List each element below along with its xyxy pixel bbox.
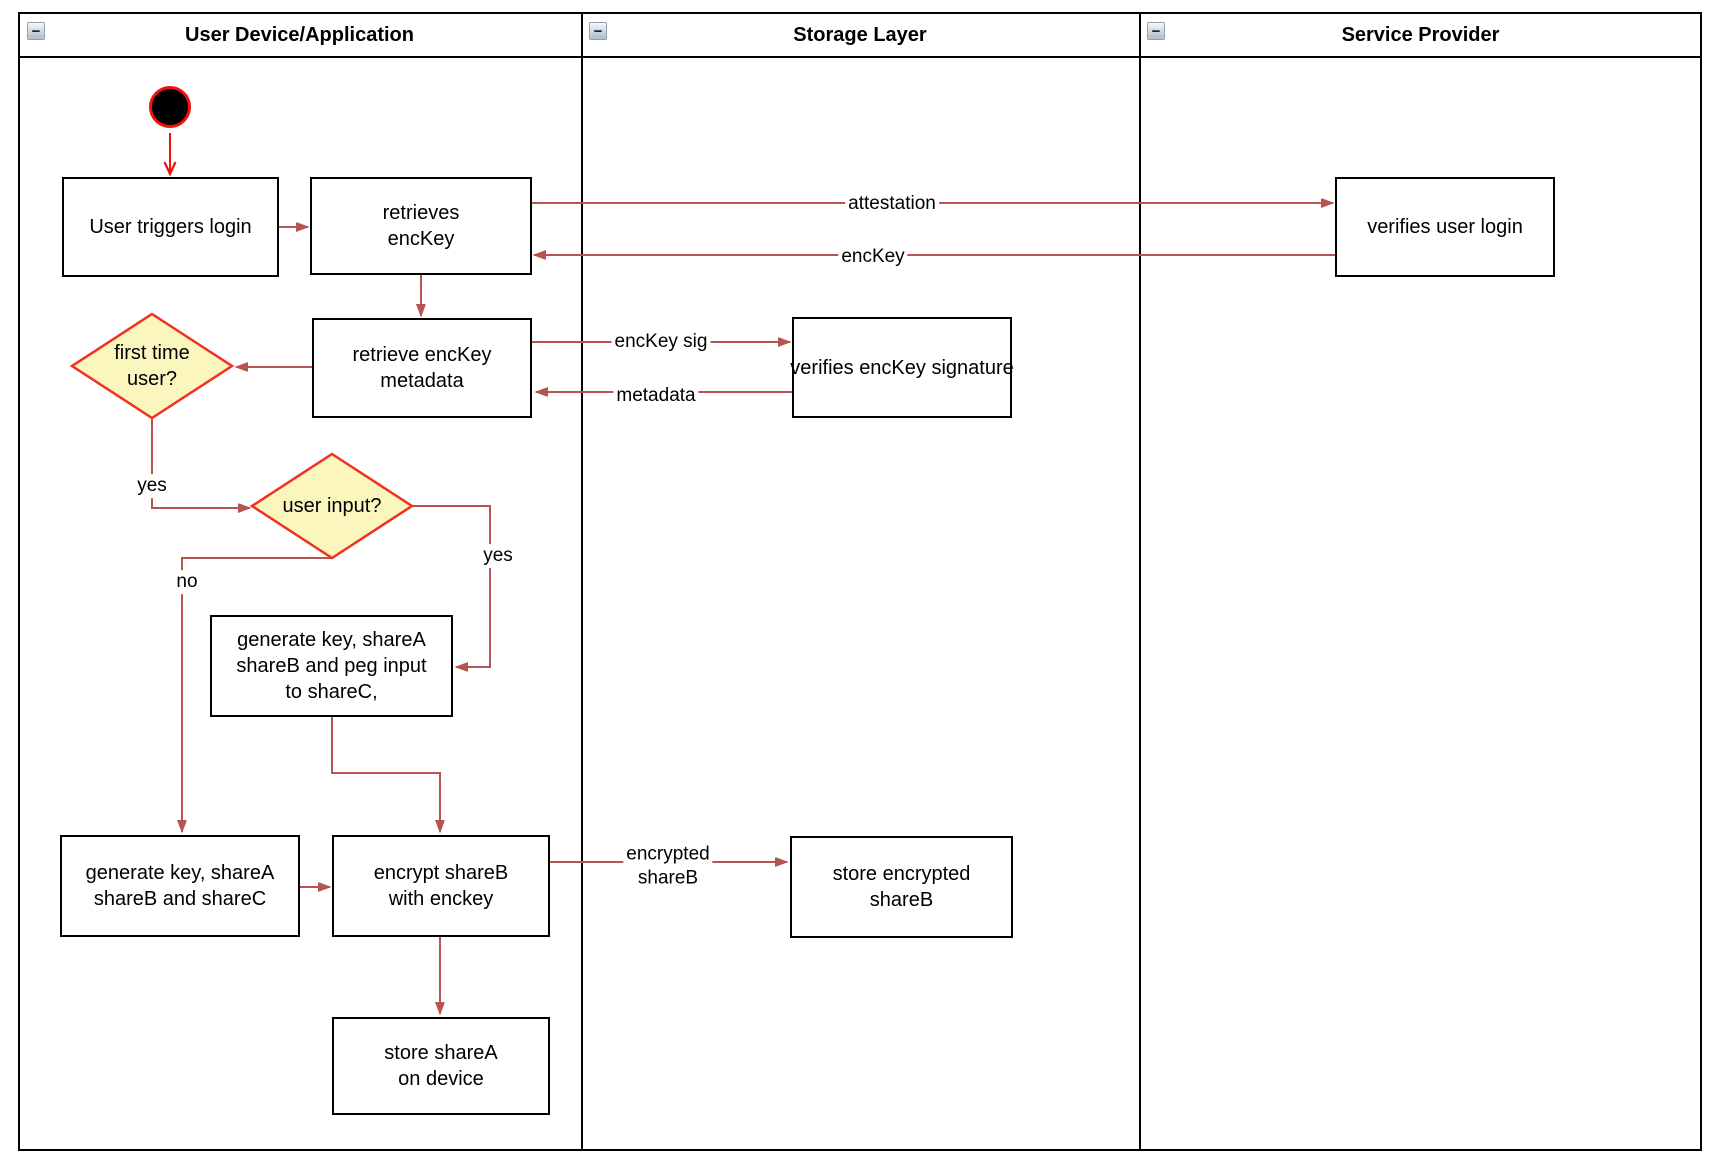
node-label: user input? — [282, 495, 382, 517]
node-generate-key-peg-input[interactable]: generate key, shareA shareB and peg inpu… — [210, 615, 453, 717]
node-label: store encrypted shareB — [832, 863, 971, 911]
start-node[interactable] — [149, 86, 191, 128]
node-label: retrieve encKey metadata — [352, 344, 492, 392]
lane-header-underline — [18, 56, 1702, 58]
node-label: User triggers login — [89, 216, 252, 238]
decision-first-time-user-label[interactable]: first time user? — [82, 324, 222, 408]
node-label: store shareA on device — [384, 1042, 498, 1090]
collapse-lane-button[interactable]: − — [1147, 22, 1165, 40]
node-label: encrypt shareB with enckey — [373, 862, 509, 910]
node-label: generate key, shareA shareB and peg inpu… — [236, 629, 427, 703]
minus-icon: − — [593, 22, 603, 40]
edge-label-metadata[interactable]: metadata — [613, 384, 699, 408]
edge-label-enckey-sig[interactable]: encKey sig — [611, 330, 711, 354]
edge-peg-to-encrypt[interactable] — [331, 717, 440, 832]
node-label: generate key, shareA shareB and shareC — [85, 862, 275, 910]
edge-userinput-yes[interactable] — [412, 505, 491, 667]
node-label: first time user? — [114, 342, 190, 390]
decision-user-input-label[interactable]: user input? — [262, 464, 402, 548]
edge-label-yes-user-input[interactable]: yes — [480, 544, 516, 568]
edge-label-no-user-input[interactable]: no — [173, 570, 201, 594]
edge-label-enckey[interactable]: encKey — [838, 245, 908, 269]
edge-firsttime-yes[interactable] — [151, 418, 250, 508]
collapse-lane-button[interactable]: − — [27, 22, 45, 40]
decision-first-time-user[interactable] — [69, 312, 235, 420]
node-label: retrieves encKey — [382, 202, 460, 250]
node-label: verifies encKey signature — [790, 356, 1014, 379]
node-store-encrypted-shareb[interactable]: store encrypted shareB — [790, 836, 1013, 938]
minus-icon: − — [31, 22, 41, 40]
lane-title-text: User Device/Application — [185, 24, 414, 46]
node-store-sharea-on-device[interactable]: store shareA on device — [332, 1017, 550, 1115]
lane-title-storage-layer: Storage Layer — [583, 14, 1137, 56]
node-retrieves-enckey[interactable]: retrieves encKey — [310, 177, 532, 275]
lane-title-text: Storage Layer — [793, 24, 927, 46]
lane-title-user-device: User Device/Application — [20, 14, 579, 56]
edge-label-attestation[interactable]: attestation — [845, 192, 939, 216]
collapse-lane-button[interactable]: − — [589, 22, 607, 40]
decision-user-input[interactable] — [249, 452, 415, 560]
node-verifies-user-login[interactable]: verifies user login — [1335, 177, 1555, 277]
node-user-triggers-login[interactable]: User triggers login — [62, 177, 279, 277]
edge-userinput-no[interactable] — [182, 557, 332, 832]
minus-icon: − — [1151, 22, 1161, 40]
node-verifies-enckey-signature[interactable]: verifies encKey signature — [790, 317, 1014, 418]
node-encrypt-shareb[interactable]: encrypt shareB with enckey — [332, 835, 550, 937]
lane-title-text: Service Provider — [1341, 24, 1500, 46]
lane-title-service-provider: Service Provider — [1141, 14, 1700, 56]
edge-label-encrypted-shareb[interactable]: encrypted shareB — [623, 842, 713, 890]
node-label: verifies user login — [1367, 216, 1523, 238]
node-retrieve-enckey-metadata[interactable]: retrieve encKey metadata — [312, 318, 532, 418]
lane-divider-1 — [581, 12, 583, 1151]
lane-divider-2 — [1139, 12, 1141, 1151]
edge-label-yes-first-time[interactable]: yes — [134, 474, 170, 498]
node-generate-key-shares[interactable]: generate key, shareA shareB and shareC — [60, 835, 300, 937]
